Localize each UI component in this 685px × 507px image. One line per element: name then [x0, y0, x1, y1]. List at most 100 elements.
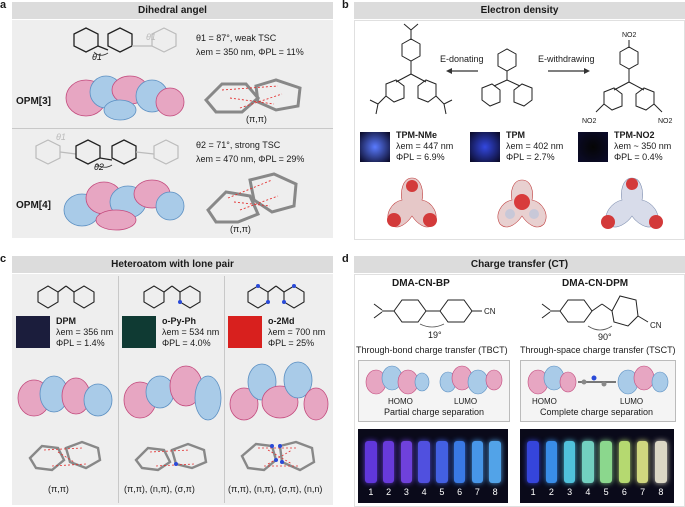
- vial-label: 4: [585, 487, 591, 497]
- panel-title: Electron density: [354, 2, 685, 19]
- bp-lumo: LUMO: [454, 397, 478, 406]
- o-py-ph-name: o-Py-Ph: [162, 316, 197, 326]
- tpm-lambda: λem = 402 nm: [506, 141, 564, 151]
- dpm-ct-orbital: [527, 365, 669, 395]
- opm3-theta-mark: θ1: [92, 52, 102, 62]
- vial: [563, 441, 576, 483]
- dpm-ct-lumo: LUMO: [620, 397, 644, 406]
- o-2md-lambda: λem = 700 nm: [268, 327, 326, 337]
- tpm-no2-phi: ΦPL = 0.4%: [614, 152, 663, 162]
- vial: [436, 441, 448, 483]
- o-py-ph-photo: [122, 316, 156, 348]
- tpm-nme-lambda: λem = 447 nm: [396, 141, 454, 151]
- vial-label: 4: [421, 487, 427, 497]
- opm4-structure: [35, 139, 179, 168]
- vial-label: 3: [567, 487, 573, 497]
- vial-label: 6: [457, 487, 463, 497]
- e-withdrawing-label: E-withdrawing: [538, 54, 595, 64]
- dpm-orbital: [17, 375, 113, 417]
- vial: [471, 441, 484, 483]
- tpm-no2-photo: [578, 132, 608, 162]
- panel-letter: b: [342, 0, 349, 11]
- no2-left: NO2: [582, 118, 597, 125]
- vial: [527, 441, 539, 483]
- tpm-structure: [481, 48, 533, 107]
- opm3-theta-line: θ1 = 87°, weak TSC: [196, 33, 277, 43]
- tpm-nme-structure: [369, 23, 453, 115]
- bp-structure: [373, 299, 482, 328]
- vial-label: 2: [386, 487, 392, 497]
- o-py-ph-orbital: [123, 365, 222, 421]
- no2-right: NO2: [658, 118, 673, 125]
- vial: [382, 441, 395, 483]
- bp-homo: HOMO: [388, 397, 413, 406]
- left-arrow-icon: [446, 68, 478, 74]
- opm3-geometry: [203, 78, 302, 114]
- tpm-nme-name: TPM-NMe: [396, 130, 437, 140]
- o-2md-geometry: [240, 440, 316, 472]
- vial: [618, 441, 631, 483]
- o-py-ph-geometry: [134, 442, 208, 472]
- panel-letter: a: [0, 0, 7, 11]
- opm4-geometry: [206, 172, 298, 224]
- opm4-theta-line: θ2 = 71°, strong TSC: [196, 140, 281, 150]
- opm4-lambda-line: λem = 470 nm, ΦPL = 29%: [196, 154, 305, 164]
- opm4-orbital: [63, 179, 185, 231]
- opm4-theta-mark: θ2: [94, 162, 104, 172]
- vial: [636, 441, 649, 483]
- o-2md-photo: [228, 316, 262, 348]
- o-py-ph-structure: [143, 285, 201, 309]
- vial-label: 1: [368, 487, 374, 497]
- tpm-photo: [470, 132, 500, 162]
- panel-d: d Charge transfer (CT) DMA-CN-BP CN 19° …: [342, 253, 685, 507]
- opm3-label: OPM[3]: [16, 96, 51, 107]
- opm4-theta-ghost: θ1: [56, 132, 66, 142]
- dpm-phi: ΦPL = 1.4%: [56, 338, 105, 348]
- vial-label: 8: [658, 487, 664, 497]
- vial: [655, 441, 667, 483]
- dpm-name: DPM: [56, 316, 76, 326]
- panel-b: b Electron density NO: [342, 0, 685, 240]
- opm3-theta-ghost: θ1: [146, 32, 156, 42]
- o-2md-structure: [247, 284, 305, 309]
- o-py-ph-phi: ΦPL = 4.0%: [162, 338, 211, 348]
- panel-letter: d: [342, 253, 349, 265]
- tpm-esp-surface: [497, 179, 547, 228]
- panel-letter: c: [0, 253, 7, 265]
- o-2md-orbital: [229, 361, 329, 421]
- opm3-lambda-line: λem = 350 nm, ΦPL = 11%: [196, 47, 304, 57]
- no2-top: NO2: [622, 32, 637, 39]
- dpm-ct-angle: 90°: [598, 332, 612, 342]
- bp-separation: Partial charge separation: [384, 407, 485, 417]
- divider: [118, 276, 119, 503]
- vial: [453, 441, 466, 483]
- tpm-no2-esp-surface: [601, 177, 663, 229]
- vial-label: 7: [474, 487, 480, 497]
- opm4-label: OPM[4]: [16, 200, 51, 211]
- e-donating-label: E-donating: [440, 54, 484, 64]
- panel-title: Charge transfer (CT): [354, 256, 685, 273]
- dpm-ct-type: Through-space charge transfer (TSCT): [520, 345, 676, 355]
- tpm-no2-block: TPM-NO2 λem ~ 350 nm ΦPL = 0.4%: [574, 130, 682, 170]
- right-arrow-icon: [548, 68, 590, 74]
- opm3-orbital: [65, 75, 185, 121]
- tpm-no2-structure: [595, 40, 663, 113]
- vial-label: 6: [621, 487, 627, 497]
- vial: [365, 441, 377, 483]
- dpm-ct-separation: Complete charge separation: [540, 407, 654, 417]
- tpm-no2-lambda: λem ~ 350 nm: [614, 141, 672, 151]
- bp-angle: 19°: [428, 330, 442, 340]
- dpm-vial-row: [524, 435, 670, 485]
- vial: [600, 441, 612, 483]
- vial: [489, 441, 501, 483]
- tpm-nme-phi: ΦPL = 6.9%: [396, 152, 445, 162]
- dpm-ct-homo: HOMO: [532, 397, 557, 406]
- bp-vial-row: [362, 435, 504, 485]
- opm4-interaction: (π,π): [230, 224, 251, 234]
- o-py-ph-interaction: (π,π), (n,π), (σ,π): [124, 484, 195, 494]
- vial: [418, 441, 430, 483]
- vial: [400, 441, 413, 483]
- vial-label: 1: [530, 487, 536, 497]
